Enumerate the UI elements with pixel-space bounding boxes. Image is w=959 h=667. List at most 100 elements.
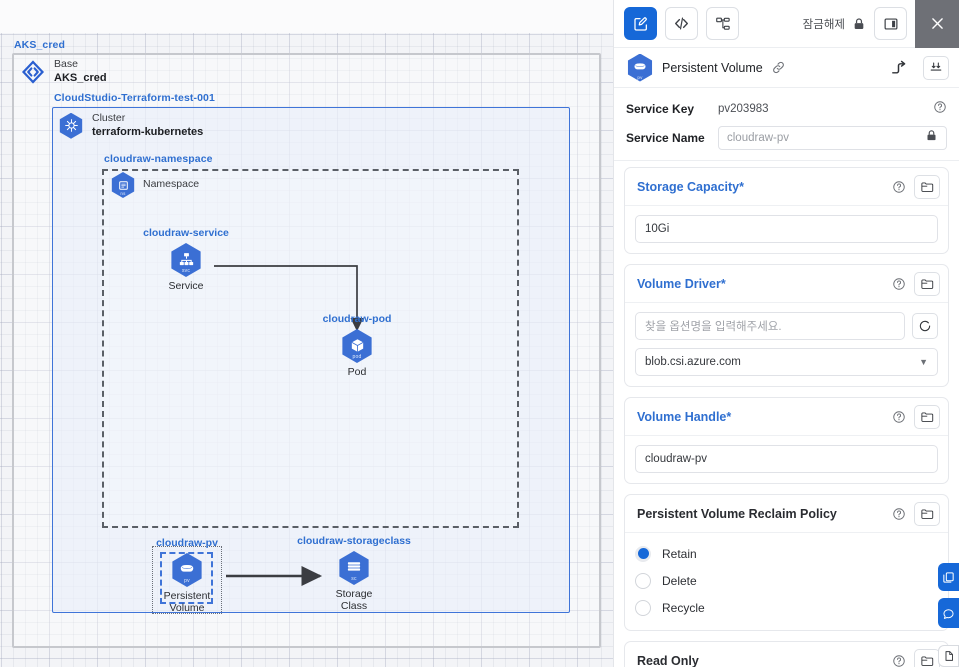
- service-key-row: Service Key pv203983: [626, 96, 947, 122]
- volume-driver-search-input[interactable]: 찾을 옵션명을 입력해주세요.: [635, 312, 905, 340]
- folder-icon[interactable]: [914, 648, 940, 667]
- lock-icon: [925, 129, 938, 147]
- field-body: Retain Delete Recycle: [625, 533, 948, 630]
- namespace-container[interactable]: [102, 169, 519, 528]
- field-title: Persistent Volume Reclaim Policy: [637, 506, 837, 521]
- field-title: Volume Driver*: [637, 276, 726, 291]
- panel-toolbar: 잠금해제: [614, 0, 959, 48]
- radio-button[interactable]: [635, 599, 651, 616]
- lock-status[interactable]: 잠금해제: [803, 16, 874, 32]
- field-volume-handle: Volume Handle* cloudraw-pv: [624, 397, 949, 484]
- radio-option-recycle[interactable]: Recycle: [635, 594, 938, 621]
- pv-selected-highlight: [160, 552, 213, 604]
- namespace-node[interactable]: ns Namespace: [110, 172, 199, 198]
- node-pv-caption-line2: Volume: [169, 602, 205, 615]
- panel-fields-scroll[interactable]: Storage Capacity* 10Gi: [614, 161, 959, 667]
- help-circle-icon[interactable]: [933, 100, 947, 119]
- volume-driver-select[interactable]: blob.csi.azure.com ▼: [635, 348, 938, 376]
- radio-option-delete[interactable]: Delete: [635, 567, 938, 594]
- download-icon[interactable]: [923, 55, 949, 80]
- radio-button[interactable]: [635, 572, 651, 589]
- service-name-input[interactable]: cloudraw-pv: [718, 126, 947, 150]
- help-circle-icon[interactable]: [892, 180, 906, 194]
- kubernetes-persistent-volume-icon: pv: [172, 553, 202, 587]
- radio-button[interactable]: [635, 545, 651, 562]
- kubernetes-pod-icon: pod: [342, 329, 372, 363]
- service-key-label: Service Key: [626, 102, 695, 116]
- node-storageclass-caption: Storage Class: [336, 588, 373, 612]
- folder-icon[interactable]: [914, 404, 940, 429]
- field-body: 찾을 옵션명을 입력해주세요. blob.csi.azure.com ▼: [625, 303, 948, 386]
- help-circle-icon[interactable]: [892, 277, 906, 291]
- radio-option-retain[interactable]: Retain: [635, 540, 938, 567]
- help-circle-icon[interactable]: [892, 507, 906, 521]
- cluster-container-label: CloudStudio-Terraform-test-001: [54, 92, 215, 104]
- field-header: Persistent Volume Reclaim Policy: [625, 495, 948, 533]
- lock-icon: [852, 17, 866, 31]
- base-container-label: AKS_cred: [14, 39, 65, 51]
- field-read-only: Read Only true: [624, 641, 949, 667]
- cluster-container[interactable]: [52, 107, 570, 613]
- properties-panel: 잠금해제: [613, 0, 959, 667]
- node-storage-class[interactable]: cloudraw-storageclass sc Storage Class: [297, 535, 411, 612]
- help-circle-icon[interactable]: [892, 654, 906, 667]
- radio-label: Retain: [662, 546, 697, 561]
- field-header-icons: [892, 174, 940, 199]
- base-node-kind: Base: [54, 58, 78, 70]
- volume-handle-input[interactable]: cloudraw-pv: [635, 445, 938, 473]
- cluster-node[interactable]: Cluster terraform-kubernetes: [58, 112, 203, 139]
- diagram-canvas[interactable]: AKS_cred Base AKS_cred CloudStudio-Terra…: [0, 0, 613, 667]
- close-button[interactable]: [915, 0, 959, 48]
- node-persistent-volume[interactable]: cloudraw-pv pv Persistent Volume: [154, 537, 220, 614]
- kubernetes-storage-class-icon: sc: [339, 551, 369, 585]
- folder-icon[interactable]: [914, 174, 940, 199]
- field-body: 10Gi: [625, 206, 948, 253]
- node-pv-badge: pv: [184, 578, 190, 584]
- cluster-node-name: terraform-kubernetes: [92, 126, 204, 139]
- copy-fab[interactable]: [938, 563, 959, 591]
- edit-view-button[interactable]: [624, 7, 657, 40]
- node-storageclass-tag: cloudraw-storageclass: [297, 535, 411, 547]
- field-title: Volume Handle*: [637, 409, 732, 424]
- namespace-badge: ns: [120, 191, 126, 196]
- namespace-node-kind: Namespace: [143, 178, 200, 191]
- link-icon[interactable]: [771, 60, 786, 75]
- folder-icon[interactable]: [914, 501, 940, 526]
- lock-label: 잠금해제: [802, 18, 845, 31]
- field-reclaim-policy: Persistent Volume Reclaim Policy Retain: [624, 494, 949, 631]
- kubernetes-cluster-icon: [59, 112, 83, 139]
- node-service-tag: cloudraw-service: [143, 227, 229, 239]
- code-view-button[interactable]: [665, 7, 698, 40]
- document-fab[interactable]: [938, 645, 959, 667]
- field-header-icons: [892, 271, 940, 296]
- folder-icon[interactable]: [914, 271, 940, 296]
- base-node[interactable]: Base AKS_cred: [20, 58, 107, 85]
- radio-label: Recycle: [662, 600, 705, 615]
- tree-view-button[interactable]: [706, 7, 739, 40]
- node-pod-caption: Pod: [347, 366, 367, 378]
- node-pv-caption: Persistent Volume: [164, 590, 211, 614]
- field-title: Read Only: [637, 653, 699, 667]
- field-title: Storage Capacity*: [637, 179, 744, 194]
- split-panel-button[interactable]: [874, 7, 907, 40]
- panel-title-text: Persistent Volume: [662, 60, 763, 75]
- node-pv-caption-line1: Persistent: [163, 590, 211, 602]
- node-service[interactable]: cloudraw-service svc Service: [143, 227, 229, 292]
- panel-meta: Service Key pv203983 Service Name cloudr…: [614, 88, 959, 161]
- refresh-circle-icon[interactable]: [912, 313, 938, 339]
- field-header: Volume Handle*: [625, 398, 948, 436]
- node-storageclass-badge: sc: [351, 576, 357, 582]
- storage-capacity-input[interactable]: 10Gi: [635, 215, 938, 243]
- route-arrow-icon[interactable]: [890, 59, 907, 76]
- field-header: Volume Driver*: [625, 265, 948, 303]
- code-diamond-icon: [20, 59, 46, 85]
- help-circle-icon[interactable]: [892, 410, 906, 424]
- chevron-down-icon: ▼: [919, 357, 928, 367]
- cluster-node-kind: Cluster: [92, 112, 126, 124]
- node-pod[interactable]: cloudraw-pod pod Pod: [323, 313, 392, 378]
- node-service-badge: svc: [181, 268, 191, 274]
- field-header-icons: [892, 501, 940, 526]
- comment-fab[interactable]: [938, 598, 959, 628]
- field-header: Storage Capacity*: [625, 168, 948, 206]
- radio-label: Delete: [662, 573, 697, 588]
